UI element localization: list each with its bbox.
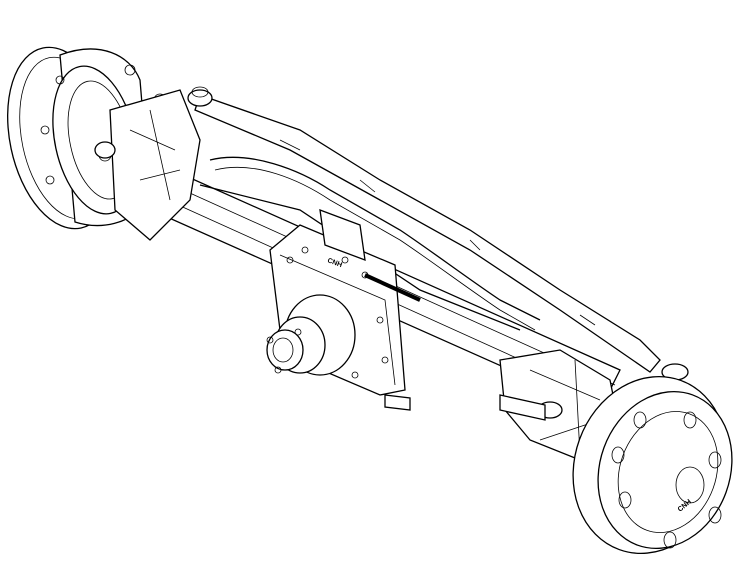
right-wheel-hub: CNH [549,355,750,562]
pinion-flange [267,295,355,375]
left-wheel-hub [0,37,166,239]
left-knuckle [95,87,212,240]
svg-text:CNH: CNH [326,257,343,269]
